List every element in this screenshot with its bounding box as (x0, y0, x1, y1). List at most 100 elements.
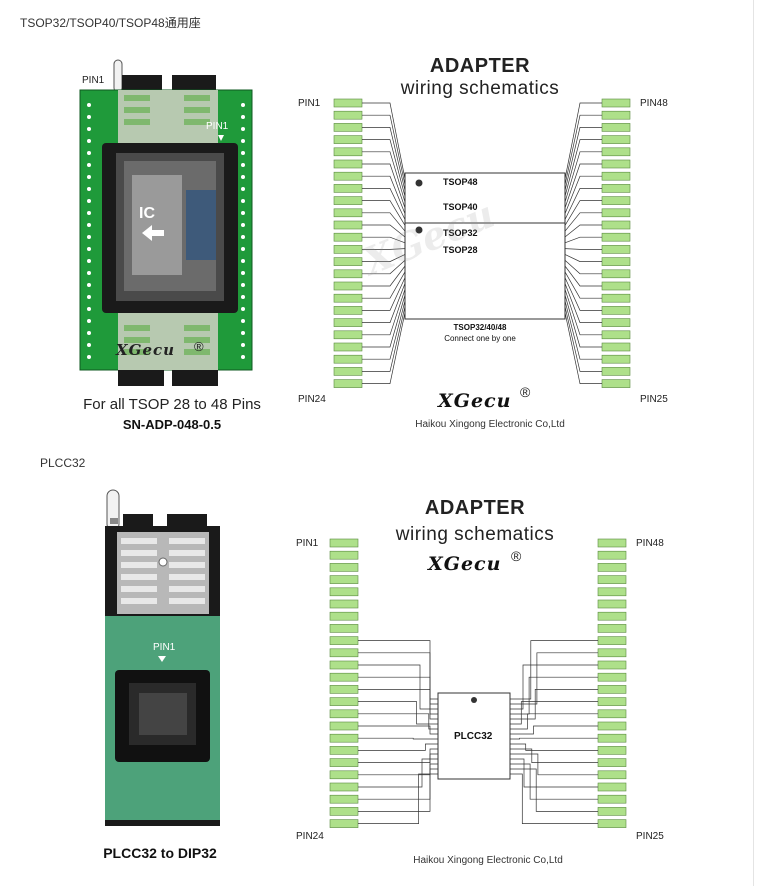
plcc-pad-left (329, 733, 359, 743)
tsop-wire (564, 283, 602, 323)
tsop-pad-right (601, 330, 631, 340)
tsop-wire (362, 259, 406, 275)
tsop-chip-outline (404, 172, 566, 320)
tsop-wire (564, 259, 602, 275)
tsop-pad-left (333, 342, 363, 352)
tsop-pad-right (601, 123, 631, 132)
plcc-pad-right (597, 538, 627, 548)
plcc-wire (358, 773, 438, 824)
tsop-pad-right (601, 367, 631, 376)
plcc-pad-right (597, 770, 627, 780)
plcc-wire (510, 713, 598, 730)
plcc-wire (510, 737, 598, 740)
tsop-wire (564, 271, 602, 299)
tsop-wire (362, 163, 406, 209)
plcc-chip-label: PLCC32 (454, 731, 493, 742)
tsop-wire (564, 163, 602, 209)
plcc-pin48-label: PIN48 (636, 538, 664, 549)
plcc-pads-left (329, 538, 359, 828)
plcc-pad-left (329, 550, 359, 560)
plcc-pad-right (597, 794, 627, 804)
tsop-pad-left (333, 232, 363, 242)
tsop-model: SN-ADP-048-0.5 (122, 417, 222, 432)
tsop-pad-left (333, 147, 363, 157)
registered-icon: ® (511, 548, 522, 564)
tsop-wire (564, 200, 602, 226)
tsop-pad-left (333, 98, 363, 108)
tsop-pad-left (333, 318, 363, 327)
tsop-wire (362, 248, 406, 250)
tsop-pads-right (601, 98, 631, 388)
plcc-pads-right (597, 538, 627, 828)
tsop-wire (564, 277, 602, 311)
plcc-wire (510, 701, 598, 725)
plcc-wire (358, 768, 438, 812)
plcc-pad-right (597, 709, 627, 719)
plcc-wire (358, 701, 438, 725)
plcc-pin1-label: PIN1 (296, 538, 319, 549)
tsop-pad-right (601, 281, 631, 291)
plcc-pin25-label: PIN25 (636, 831, 664, 842)
tsop-wire (564, 175, 602, 214)
right-edge-divider (753, 0, 754, 886)
plcc-pad-right (597, 563, 627, 572)
plcc-wiring-svg (329, 538, 627, 828)
lever-icon (113, 59, 123, 93)
plcc-wire (510, 758, 598, 788)
plcc-pad-left (329, 758, 359, 767)
tsop-wire (564, 139, 602, 197)
plcc-pad-right (597, 685, 627, 694)
plcc-pad-right (597, 587, 627, 597)
tsop-pad-left (333, 281, 363, 291)
tsop-pad-right (601, 245, 631, 254)
tsop-chip-note-models: TSOP32/40/48 (453, 323, 507, 332)
plcc-wire (510, 652, 598, 705)
tsop-wire (564, 212, 602, 232)
plcc-footer: Haikou Xingong Electronic Co,Ltd (413, 855, 563, 866)
tsop-schematic-brand: XGecu (438, 390, 512, 412)
tsop-wire (362, 139, 406, 197)
plcc-pad-left (329, 538, 359, 548)
tsop-pad-left (333, 110, 363, 120)
tsop-pad-right (601, 98, 631, 108)
tsop-wire (564, 127, 602, 191)
tsop-wire (564, 254, 602, 262)
plcc-pad-right (597, 807, 627, 816)
plcc-pad-right (597, 599, 627, 609)
photo-pin1-outer-label: PIN1 (82, 75, 105, 86)
tsop-pad-right (601, 232, 631, 242)
tsop-pad-left (333, 269, 363, 279)
tsop-pad-left (333, 220, 363, 230)
tsop-pad-left (333, 330, 363, 340)
tsop-pad-right (601, 269, 631, 279)
tsop-wire (362, 151, 406, 203)
plcc-pad-right (597, 575, 627, 584)
tsop-chip-label-40: TSOP40 (443, 202, 478, 212)
tsop-wire (362, 188, 406, 220)
plcc-wire (358, 743, 438, 751)
tsop-wire (564, 294, 602, 348)
tsop-pin48-label: PIN48 (640, 98, 668, 109)
tsop-pad-right (601, 171, 631, 181)
plcc-pad-right (597, 721, 627, 731)
tsop-pad-right (601, 354, 631, 364)
tsop-wire (362, 212, 406, 232)
plcc-wire (510, 725, 598, 735)
tsop-pad-right (601, 208, 631, 218)
arrow-left-icon (142, 225, 164, 241)
tsop-chip-label-48: TSOP48 (443, 177, 478, 187)
tsop-pad-right (601, 135, 631, 144)
tsop-adapter-drawing (79, 59, 253, 386)
tsop-wire (564, 114, 602, 185)
plcc-pad-right (597, 672, 627, 682)
tsop-pad-left (333, 354, 363, 364)
tsop-chip-label-28: TSOP28 (443, 245, 478, 255)
plcc-wire (358, 676, 438, 715)
tsop-chip-note-connect: Connect one by one (444, 334, 516, 343)
plcc-wire (510, 743, 598, 751)
plcc-wire (510, 640, 598, 700)
plcc-pad-left (329, 648, 359, 658)
plcc-pad-left (329, 587, 359, 597)
tsop-pad-left (333, 379, 363, 388)
section-title-tsop: TSOP32/TSOP40/TSOP48通用座 (20, 16, 201, 30)
